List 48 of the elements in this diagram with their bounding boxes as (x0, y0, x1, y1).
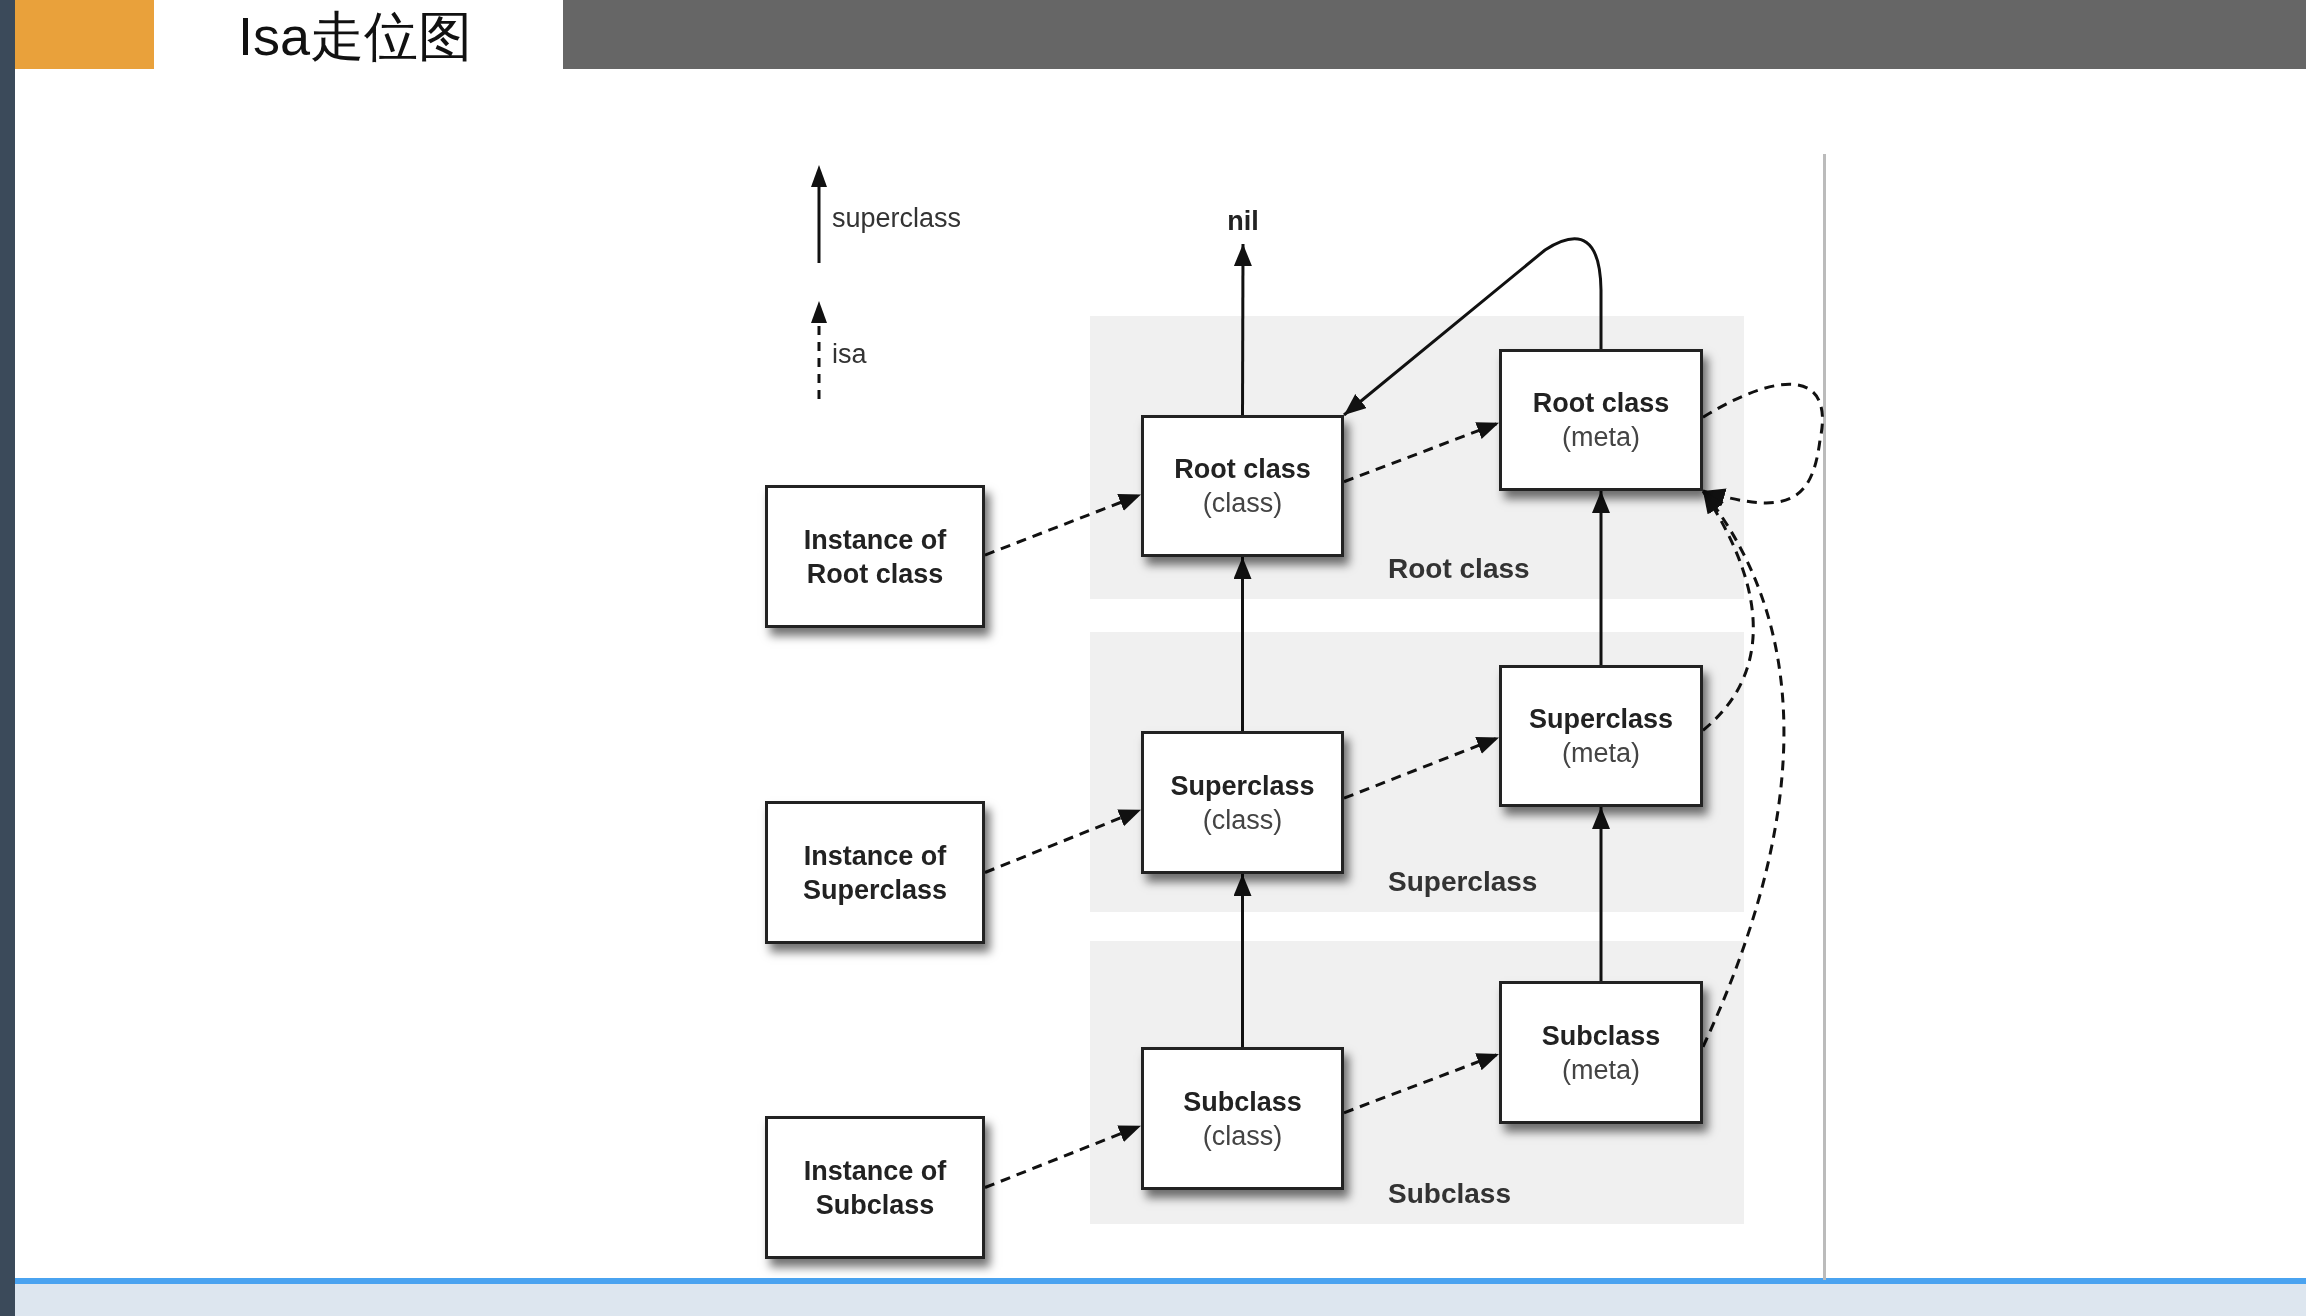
arrow (1343, 421, 1500, 484)
band (1090, 632, 1744, 912)
band (1090, 941, 1744, 1224)
legend-text: isa (832, 339, 867, 370)
box-subtitle: (meta) (1562, 1053, 1640, 1087)
box-title: Superclass (1528, 703, 1674, 736)
class-box (1141, 415, 1344, 557)
box-subtitle: (meta) (1562, 421, 1640, 454)
arrow (1343, 237, 1603, 417)
class-box (1141, 731, 1344, 874)
box-title: Superclass (1170, 769, 1315, 803)
slide-title: Isa走位图 (238, 5, 473, 68)
box-subtitle: (meta) (1562, 737, 1640, 770)
arrow (984, 808, 1142, 874)
box-subtitle: (class) (1202, 1119, 1283, 1153)
arrow (1592, 491, 1610, 665)
box-title: Instance of Subclass (802, 1154, 948, 1222)
box-title: Root class (1174, 453, 1311, 486)
box-title: Subclass (1183, 1085, 1302, 1119)
arrow (1233, 557, 1252, 731)
box-subtitle: (class) (1202, 803, 1283, 837)
class-box (765, 1116, 985, 1259)
box-title: Instance of Superclass (801, 839, 949, 907)
box-title: Subclass (1541, 1019, 1661, 1053)
class-box (1499, 981, 1703, 1124)
band-label: Superclass (1388, 866, 1538, 898)
arrow (1233, 244, 1252, 415)
arrow (1701, 490, 1785, 1048)
class-box (1499, 349, 1703, 491)
class-box (765, 485, 985, 628)
arrow (1343, 1052, 1500, 1115)
band-label: Subclass (1388, 1178, 1511, 1210)
arrow (1343, 736, 1500, 800)
box-subtitle: (class) (1202, 487, 1283, 520)
arrow (1592, 807, 1610, 981)
band-label: Root class (1388, 553, 1530, 585)
arrow (984, 1124, 1142, 1189)
band (1090, 316, 1744, 599)
box-title: Root class (1532, 387, 1670, 420)
arrow (1233, 874, 1252, 1047)
arrow (984, 493, 1142, 557)
box-title: Instance of Root class (802, 523, 948, 591)
legend-text: superclass (832, 203, 962, 234)
class-box (1141, 1047, 1344, 1190)
nil-label: nil (1212, 206, 1274, 244)
arrow (1702, 382, 1824, 506)
class-box (1499, 665, 1703, 807)
class-box (765, 801, 985, 944)
